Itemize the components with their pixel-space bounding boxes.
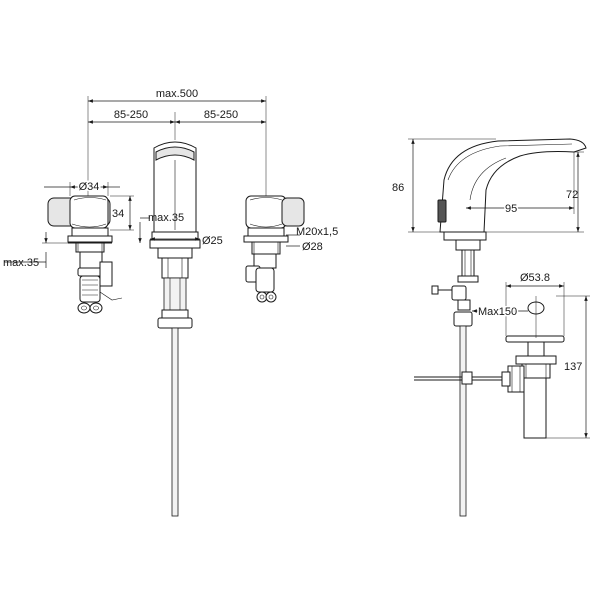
right-handle-assembly bbox=[243, 195, 305, 303]
dimension-handle-diameter: Ø34 bbox=[44, 180, 120, 196]
dimension-drain-diameter: Ø53.8 bbox=[505, 272, 565, 336]
front-view: max.500 85-250 85-250 Ø34 34 bbox=[3, 88, 338, 517]
handle-diameter-label: Ø34 bbox=[79, 181, 100, 193]
handle-height-label: 34 bbox=[112, 208, 124, 220]
deck-left-label: max.35 bbox=[3, 257, 39, 269]
drain-depth-label: 137 bbox=[564, 361, 582, 373]
dimension-handle-height: 34 bbox=[110, 195, 134, 231]
dimension-deck-left: max.35 bbox=[3, 232, 68, 269]
spacing-right-label: 85-250 bbox=[204, 109, 238, 121]
dimension-spout-base: Ø25 bbox=[150, 235, 223, 247]
dimension-spout-reach: 95 bbox=[466, 152, 575, 217]
spout-base-diameter-label: Ø25 bbox=[202, 235, 223, 247]
spout-height-label: 72 bbox=[566, 189, 578, 201]
dimension-drain-max: Max150 bbox=[472, 305, 528, 320]
dimension-spout-height: 72 bbox=[486, 151, 584, 233]
side-view: 86 72 95 Ø53.8 Max150 bbox=[392, 138, 590, 517]
dimension-thread: M20x1,5 Ø28 bbox=[286, 226, 338, 253]
thread-label: M20x1,5 bbox=[296, 226, 338, 238]
dimension-drain-depth: 137 bbox=[564, 296, 588, 438]
dimension-overall-width: max.500 bbox=[87, 88, 267, 196]
faucet-body bbox=[437, 138, 587, 251]
drain-top bbox=[527, 295, 590, 439]
faucet-underside bbox=[431, 249, 479, 517]
deck-center-label: max.35 bbox=[148, 212, 184, 224]
spout-reach-label: 95 bbox=[505, 203, 517, 215]
dimension-deck-center: max.35 bbox=[138, 212, 184, 243]
spacing-left-label: 85-250 bbox=[114, 109, 148, 121]
drain-assembly bbox=[501, 335, 565, 439]
drain-max-label: Max150 bbox=[478, 306, 517, 318]
left-handle-assembly bbox=[47, 195, 123, 314]
center-spout-assembly bbox=[149, 141, 201, 517]
overall-width-label: max.500 bbox=[156, 88, 198, 100]
faucet-height-label: 86 bbox=[392, 182, 404, 194]
dimension-faucet-height: 86 bbox=[392, 138, 496, 233]
dimension-spacing: 85-250 85-250 bbox=[88, 109, 266, 140]
thread-diameter-label: Ø28 bbox=[302, 241, 323, 253]
drain-diameter-label: Ø53.8 bbox=[520, 272, 550, 284]
